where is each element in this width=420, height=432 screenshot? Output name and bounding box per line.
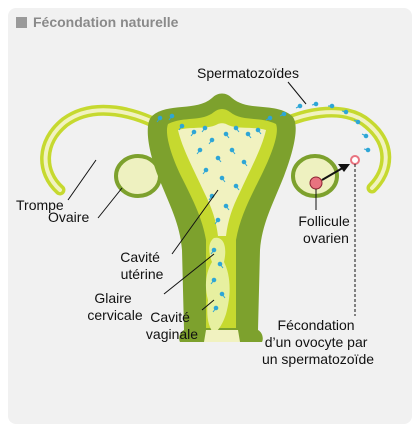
label-glaire-cervicale-2: cervicale bbox=[87, 307, 142, 323]
vaginal-cavity bbox=[204, 330, 240, 342]
label-cavite-vaginale-1: Cavité bbox=[150, 309, 190, 325]
leader-ovaire bbox=[98, 188, 122, 218]
ovarian-follicle bbox=[310, 177, 322, 189]
leader-trompe bbox=[68, 160, 96, 200]
fertilized-ovocyte bbox=[351, 156, 359, 164]
label-spermatozoides: Spermatozoïdes bbox=[197, 65, 299, 81]
label-cavite-vaginale: Cavité vaginale bbox=[146, 309, 198, 342]
label-cavite-uterine-1: Cavité bbox=[120, 249, 160, 265]
label-follicule-ovarien-1: Follicule bbox=[298, 213, 350, 229]
label-cavite-uterine-2: utérine bbox=[121, 266, 164, 282]
label-fecondation-1: Fécondation bbox=[278, 317, 355, 333]
label-cavite-vaginale-2: vaginale bbox=[146, 326, 198, 342]
label-cavite-uterine: Cavité utérine bbox=[120, 249, 164, 282]
label-glaire-cervicale-1: Glaire bbox=[94, 290, 132, 306]
label-fecondation-3: un spermatozoïde bbox=[262, 351, 374, 367]
label-fecondation: Fécondation d’un ovocyte par un spermato… bbox=[262, 317, 374, 367]
arrow-head bbox=[338, 164, 350, 172]
label-fecondation-2: d’un ovocyte par bbox=[265, 334, 368, 350]
label-follicule-ovarien-2: ovarien bbox=[303, 230, 349, 246]
label-follicule-ovarien: Follicule ovarien bbox=[298, 213, 353, 246]
leader-spermatozoides bbox=[288, 82, 306, 104]
label-ovaire: Ovaire bbox=[48, 209, 89, 225]
label-glaire-cervicale: Glaire cervicale bbox=[87, 290, 142, 323]
